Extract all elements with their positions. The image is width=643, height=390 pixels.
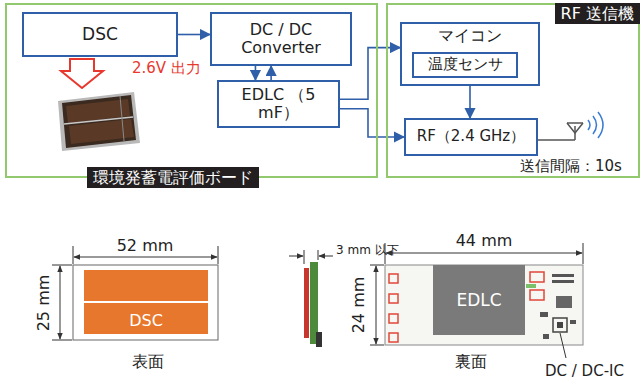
board-frame: RF 送信機マイコン温度センサ RF（2.4 GHz）: [386, 3, 640, 178]
connector: [255, 66, 257, 80]
antenna-symbol: [538, 112, 603, 140]
side-view: [289, 250, 333, 347]
board-title: RF 送信機: [555, 3, 640, 24]
callout-label: DC / DC-IC: [545, 362, 624, 380]
output-note: 2.6V 出力: [132, 59, 201, 77]
board-frame: 環境発蓄電評価ボードDSCDC / DC ConverterEDLC （5 mF…: [5, 3, 378, 178]
node-label: DSC: [82, 25, 118, 45]
connector: [270, 66, 272, 80]
dsc-photo: [58, 92, 140, 151]
process-box: マイコン温度センサ: [400, 22, 540, 86]
node-label: DSC: [84, 311, 208, 330]
view-label: 裏面: [455, 352, 487, 371]
node-label: RF（2.4 GHz）: [417, 128, 525, 145]
dimension-label: 44 mm: [456, 231, 513, 250]
connector: [178, 34, 210, 36]
dimension-label: 52 mm: [117, 236, 174, 255]
node-label: 温度センサ: [428, 56, 503, 73]
cell-divider: [84, 301, 208, 303]
view-label: 表面: [132, 352, 164, 371]
process-box: DC / DC Converter: [210, 12, 352, 66]
dsc-cell: DSC: [84, 270, 208, 334]
hollow-arrow: [61, 59, 103, 88]
interval-note: 送信間隔：10s: [520, 157, 622, 175]
front-view: [52, 246, 218, 340]
node-label: DC / DC Converter: [226, 21, 336, 58]
edlc-part: EDLC: [433, 265, 525, 335]
board-title: 環境発蓄電評価ボード: [87, 167, 259, 188]
node-label: マイコン: [402, 24, 538, 45]
connector: [469, 86, 471, 118]
process-box: RF（2.4 GHz）: [404, 118, 538, 156]
node-label: EDLC: [433, 290, 525, 310]
process-box: EDLC （5 mF）: [217, 80, 340, 128]
dimension-label: 25 mm: [34, 275, 53, 332]
dimension-label: 24 mm: [349, 277, 368, 334]
node-label: EDLC （5 mF）: [234, 86, 324, 123]
dimension-label: 3 mm 以下: [336, 243, 399, 257]
sensor-box: 温度センサ: [412, 52, 518, 78]
rear-view: [370, 243, 583, 358]
process-box: DSC: [22, 12, 178, 57]
connector: [340, 109, 404, 137]
